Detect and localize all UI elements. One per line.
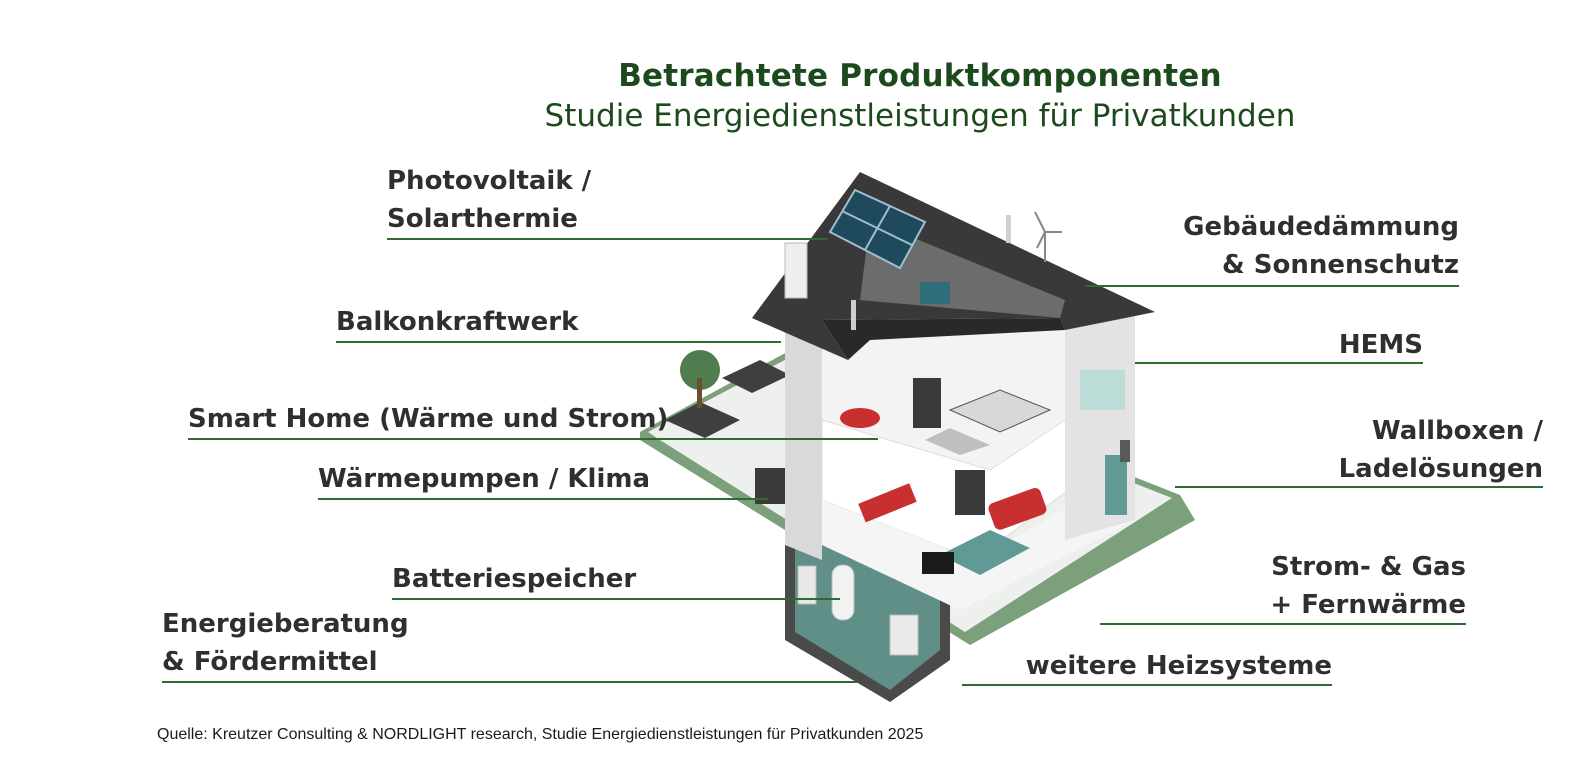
label-strom-gas-line2: + Fernwärme — [1270, 590, 1466, 620]
ground-floor — [822, 470, 1135, 610]
label-photovoltaik-line2: Solarthermie — [387, 204, 578, 234]
label-waermepumpen: Wärmepumpen / Klima — [318, 464, 651, 494]
leader-line-strom-gas — [1100, 623, 1466, 625]
upper-floor — [822, 318, 1065, 470]
label-balkonkraftwerk: Balkonkraftwerk — [336, 307, 579, 337]
washing-machine-icon — [889, 614, 919, 656]
diagram-title: Betrachtete Produktkomponenten — [618, 58, 1222, 94]
label-weitere-heizsysteme: weitere Heizsysteme — [1025, 651, 1332, 681]
label-photovoltaik-line1: Photovoltaik / — [387, 166, 592, 196]
label-wallboxen-line2: Ladelösungen — [1338, 454, 1543, 484]
leader-line-gebaeudedaemmung — [1085, 285, 1459, 287]
sofa-icon — [988, 487, 1047, 530]
battery-storage-icon — [831, 564, 855, 621]
leader-line-hems — [1135, 362, 1423, 364]
label-smart-home: Smart Home (Wärme und Strom) — [188, 404, 669, 434]
source-note: Quelle: Kreutzer Consulting & NORDLIGHT … — [157, 726, 924, 743]
label-gebaeudedaemmung: Gebäudedämmung & Sonnenschutz — [1183, 208, 1459, 284]
label-energieberatung: Energieberatung & Fördermittel — [162, 605, 409, 681]
label-gebaeudedaemmung-line1: Gebäudedämmung — [1183, 212, 1459, 242]
label-energieberatung-line1: Energieberatung — [162, 609, 409, 639]
bed-icon — [948, 389, 1052, 433]
label-photovoltaik: Photovoltaik / Solarthermie — [387, 162, 591, 238]
leader-line-photovoltaik — [387, 238, 827, 240]
leader-line-balkonkraftwerk — [336, 341, 781, 343]
label-batteriespeicher: Batteriespeicher — [392, 564, 637, 594]
leader-line-batteriespeicher — [392, 598, 840, 600]
leader-line-energieberatung — [162, 681, 857, 683]
label-energieberatung-line2: & Fördermittel — [162, 647, 378, 677]
label-strom-gas: Strom- & Gas + Fernwärme — [1270, 548, 1466, 624]
tv-icon — [922, 552, 954, 574]
leader-line-waermepumpen — [318, 498, 768, 500]
leader-line-weitere-heizsysteme — [962, 684, 1332, 686]
label-hems: HEMS — [1338, 330, 1423, 360]
tree-icon — [680, 350, 720, 390]
leader-line-wallboxen — [1175, 486, 1543, 488]
label-strom-gas-line1: Strom- & Gas — [1271, 552, 1466, 582]
label-wallboxen-line1: Wallboxen / — [1371, 416, 1543, 446]
chimney-icon — [784, 242, 808, 299]
wallbox-icon — [1120, 440, 1130, 462]
label-wallboxen: Wallboxen / Ladelösungen — [1339, 412, 1543, 488]
garden-bed — [665, 402, 740, 438]
diagram-subtitle: Studie Energiedienstleistungen für Priva… — [544, 98, 1296, 134]
table-icon — [840, 408, 880, 428]
wind-turbine-icon — [1034, 211, 1062, 262]
leader-line-smart-home — [188, 438, 878, 440]
rug-icon — [940, 530, 1030, 575]
label-gebaeudedaemmung-line2: & Sonnenschutz — [1222, 250, 1459, 280]
house-wall-left — [785, 305, 822, 560]
